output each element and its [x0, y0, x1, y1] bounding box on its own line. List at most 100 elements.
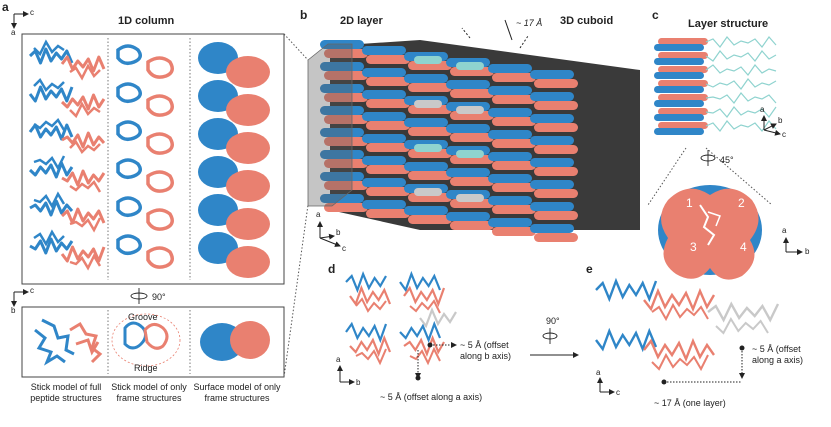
blue-layer-unit — [404, 206, 448, 215]
blue-layer-unit — [488, 86, 532, 95]
blue-layer-unit — [362, 178, 406, 187]
spacing-label: ~ 17 Å — [516, 18, 543, 28]
salmon-frame — [146, 132, 174, 155]
blue-layer-unit — [404, 162, 448, 171]
salmon-frame — [146, 94, 174, 117]
salmon-surface — [226, 132, 270, 164]
blue-strand — [29, 237, 74, 255]
salmon-layer-unit — [408, 215, 452, 224]
salmon-layer-unit — [658, 52, 708, 59]
salmon-layer-unit — [408, 83, 452, 92]
blue-frame — [116, 120, 142, 142]
region-number-2: 2 — [738, 196, 745, 210]
blue-frame — [116, 158, 142, 180]
axis-label-b: b — [778, 116, 783, 125]
salmon-layer-unit — [408, 127, 452, 136]
blue-frame — [116, 82, 142, 104]
salmon-side-chain — [355, 348, 387, 366]
blue-strand — [28, 47, 74, 65]
blue-layer-unit — [654, 44, 704, 51]
caption-stick-frame: Stick model of only frame structures — [111, 382, 187, 403]
grey-strand — [419, 307, 457, 329]
axis-label-a: a — [782, 226, 787, 235]
salmon-layer-unit — [366, 187, 410, 196]
salmon-surface — [226, 56, 270, 88]
salmon-layer-unit — [492, 117, 536, 126]
salmon-layer-unit — [324, 137, 368, 146]
blue-layer-unit — [488, 196, 532, 205]
stick-model-e — [595, 277, 780, 372]
water-network — [705, 106, 777, 118]
salmon-layer-unit — [534, 101, 578, 110]
blue-side-chain — [33, 155, 66, 171]
water-network — [705, 92, 777, 104]
blue-layer-unit — [488, 64, 532, 73]
blue-strand — [345, 270, 387, 294]
blue-layer-unit — [362, 46, 406, 55]
salmon-layer-unit — [366, 121, 410, 130]
blue-layer-unit — [488, 174, 532, 183]
blue-layer-unit — [530, 136, 574, 145]
blue-layer-unit — [320, 172, 364, 181]
salmon-layer-unit — [492, 227, 536, 236]
panel-c-title: Layer structure — [688, 18, 769, 30]
axis-icon — [761, 115, 803, 255]
salmon-layer-unit — [408, 171, 452, 180]
blue-layer-unit — [362, 90, 406, 99]
panel-a-title: 1D column — [118, 15, 175, 27]
blue-strand — [595, 277, 658, 303]
salmon-side-chain — [69, 179, 102, 193]
salmon-layer-unit — [658, 122, 708, 129]
blue-layer-unit — [320, 40, 364, 49]
salmon-strand — [60, 207, 106, 225]
axis-label-a: a — [596, 368, 601, 377]
water-unit — [456, 62, 484, 70]
blue-strand — [399, 270, 442, 293]
connector-line — [647, 147, 687, 206]
salmon-side-chain — [651, 352, 709, 372]
salmon-strand — [60, 245, 106, 263]
axis-label-a: a — [760, 105, 765, 114]
blue-side-chain — [33, 191, 66, 209]
panel-c-label: c — [652, 8, 659, 22]
connector-line — [705, 147, 773, 206]
salmon-layer-unit — [658, 108, 708, 115]
blue-layer-unit — [654, 58, 704, 65]
blue-layer-unit — [446, 212, 490, 221]
blue-frame — [116, 196, 142, 218]
blue-layer-unit — [362, 68, 406, 77]
salmon-layer-unit — [366, 143, 410, 152]
blue-side-chain — [33, 39, 65, 57]
blue-layer-unit — [362, 200, 406, 209]
salmon-layer-unit — [534, 79, 578, 88]
axis-icon — [11, 11, 29, 307]
layer-structure-model — [654, 36, 777, 135]
surface-cross-section — [658, 185, 762, 280]
cuboid-model — [320, 40, 640, 242]
blue-layer-unit — [488, 108, 532, 117]
blue-layer-unit — [530, 224, 574, 233]
caption-stick-full: Stick model of full peptide structures — [30, 382, 102, 403]
salmon-side-chain — [69, 139, 101, 155]
blue-frame — [116, 234, 142, 256]
axis-label-c: c — [616, 388, 620, 397]
title-3d-cuboid: 3D cuboid — [560, 15, 614, 27]
water-network — [705, 50, 777, 62]
salmon-layer-unit — [492, 95, 536, 104]
blue-layer-unit — [530, 180, 574, 189]
salmon-surface — [226, 170, 270, 202]
salmon-strand — [349, 334, 392, 358]
blue-strand — [399, 320, 442, 344]
layer-label: ~ 17 Å (one layer) — [654, 398, 726, 408]
salmon-strand — [61, 169, 106, 187]
salmon-strand — [60, 55, 106, 73]
stick-model-frame-column — [116, 44, 174, 269]
region-number-4: 4 — [740, 240, 747, 254]
salmon-frame — [146, 56, 174, 79]
salmon-frame — [146, 246, 174, 269]
water-unit — [414, 144, 442, 152]
blue-strand — [345, 321, 388, 344]
salmon-layer-unit — [450, 89, 494, 98]
water-unit — [456, 150, 484, 158]
axis-label-a: a — [11, 28, 16, 37]
